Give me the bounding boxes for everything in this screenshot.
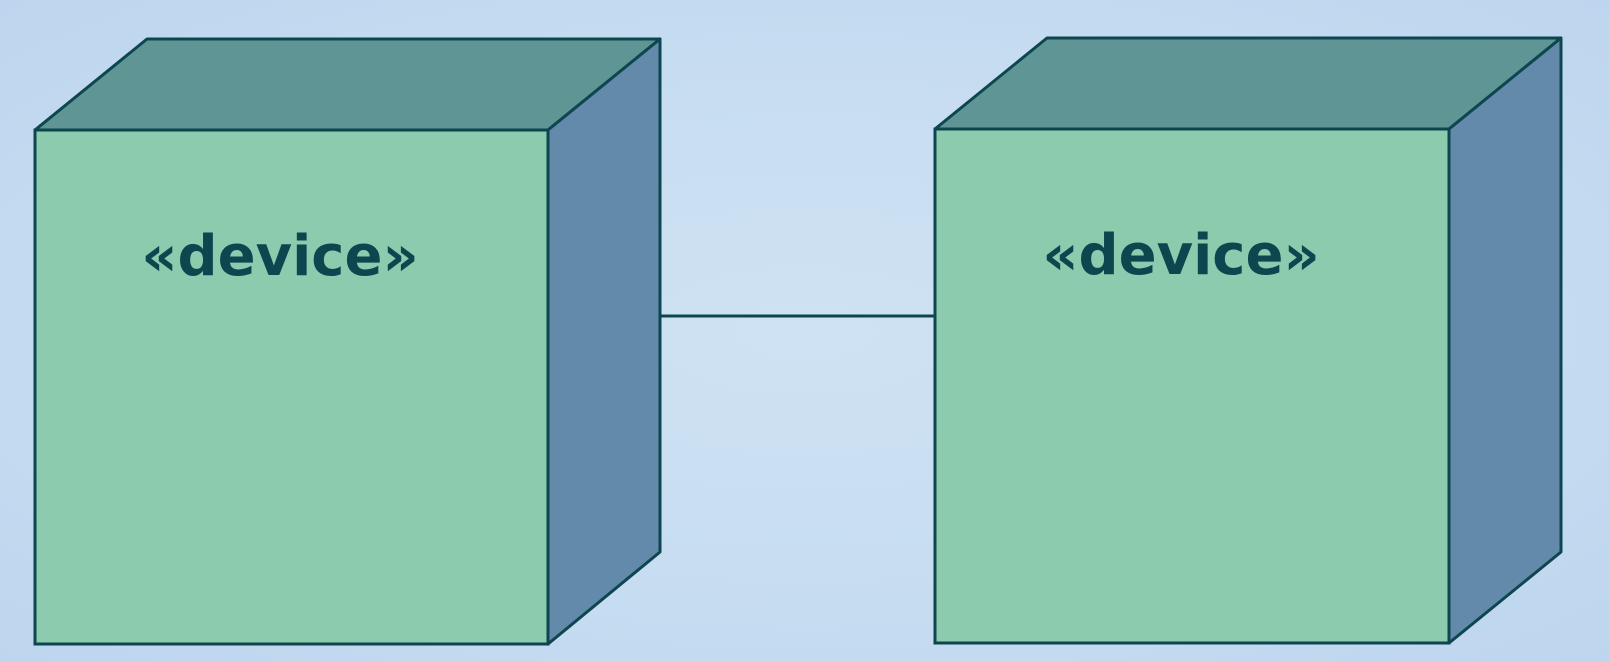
node-side-face: [546, 37, 662, 646]
node-stereotype-label: «device»: [1042, 223, 1319, 288]
device-node[interactable]: «device»: [933, 36, 1563, 645]
node-front-face: [33, 128, 550, 646]
node-front-face: [933, 127, 1451, 645]
node-stereotype-label: «device»: [141, 224, 418, 289]
device-node[interactable]: «device»: [33, 37, 662, 646]
node-side-face: [1447, 36, 1563, 645]
